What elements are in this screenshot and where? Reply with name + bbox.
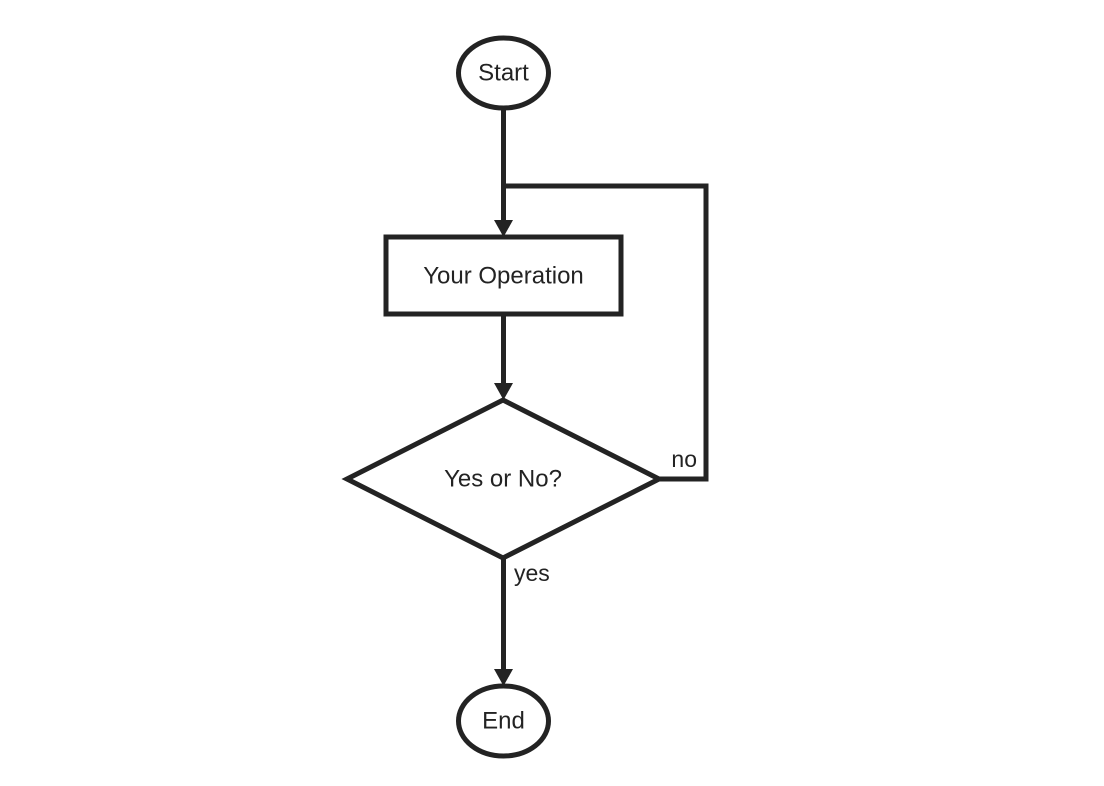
operation-rect[interactable] [383, 234, 624, 317]
decision-label: Yes or No? [444, 465, 562, 492]
end-label: End [482, 707, 525, 734]
node-decision[interactable]: Yes or No? [341, 397, 665, 561]
edge-decision-no-loop-line [503, 183, 709, 482]
edge-operation-to-decision [494, 314, 513, 400]
operation-label: Your Operation [423, 262, 584, 289]
node-start[interactable]: Start [456, 35, 551, 111]
edge-start-to-operation [494, 108, 513, 237]
start-ellipse[interactable] [456, 35, 551, 111]
edge-decision-yes-to-end: yes [494, 558, 550, 686]
edge-label-yes: yes [514, 560, 550, 586]
start-label: Start [478, 59, 529, 86]
edge-decision-yes-to-end-arrowhead [494, 669, 513, 686]
decision-diamond[interactable] [341, 397, 665, 561]
edge-decision-no-loop: no [503, 183, 709, 482]
end-ellipse[interactable] [456, 683, 551, 759]
node-end[interactable]: End [456, 683, 551, 759]
edge-operation-to-decision-arrowhead [494, 383, 513, 400]
node-operation[interactable]: Your Operation [383, 234, 624, 317]
edge-label-no: no [671, 446, 697, 472]
edge-start-to-operation-arrowhead [494, 220, 513, 237]
